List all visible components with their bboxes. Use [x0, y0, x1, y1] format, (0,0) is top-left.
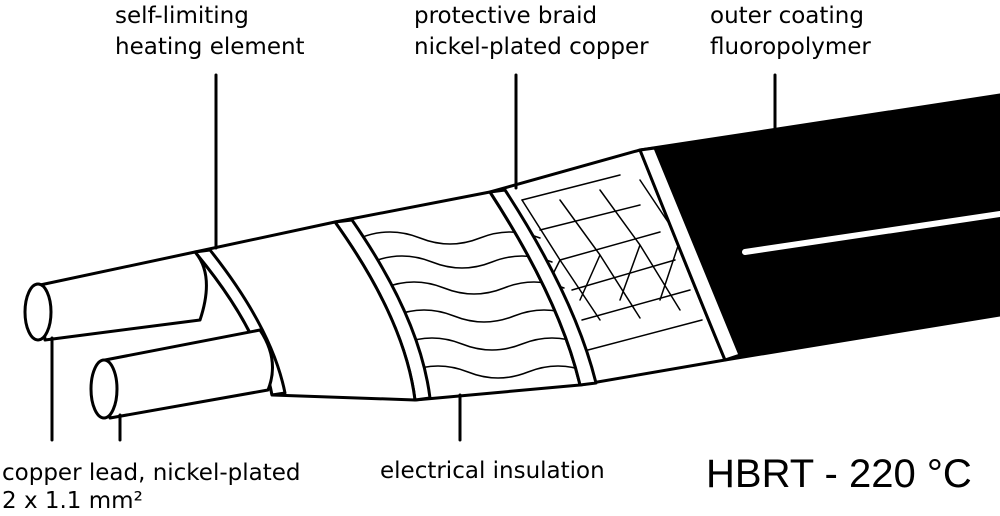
leader-lines — [50, 73, 777, 442]
label-copper-lead-line-2: 2 x 1.1 mm² — [2, 488, 143, 514]
label-braid-line-1: protective braid — [414, 3, 598, 29]
copper-lead-lower — [89, 328, 274, 420]
label-coating-line-1: outer coating — [710, 3, 864, 29]
model-label: HBRT - 220 °C — [706, 452, 972, 496]
copper-lead-upper — [23, 250, 208, 342]
label-copper-lead-line-1: copper lead, nickel-plated — [2, 460, 301, 486]
label-coating-line-2: fluoropolymer — [710, 34, 871, 60]
label-heating-element-line-2: heating element — [115, 34, 305, 60]
label-electrical-insulation: electrical insulation — [380, 458, 605, 484]
label-braid-line-2: nickel-plated copper — [414, 34, 649, 60]
label-heating-element-line-1: self-limiting — [115, 3, 249, 29]
